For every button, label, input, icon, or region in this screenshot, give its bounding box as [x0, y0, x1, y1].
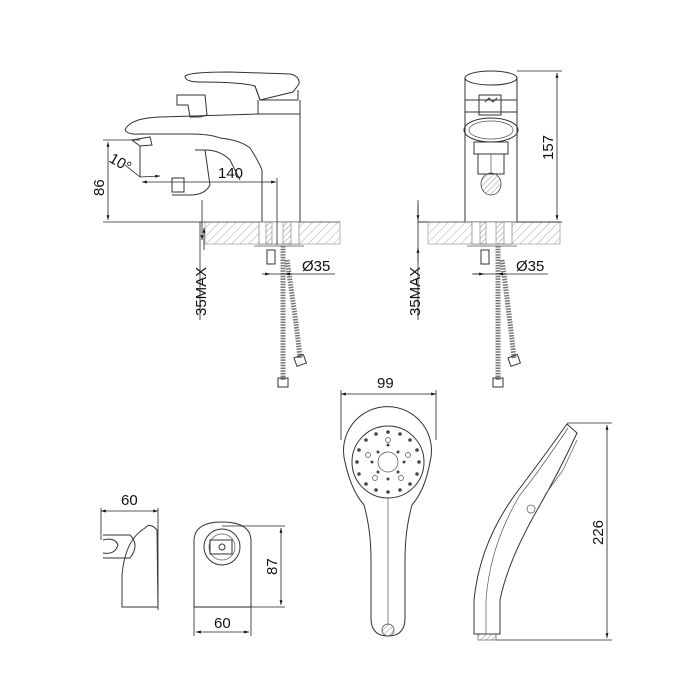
dim-hole-35: Ø35: [302, 258, 330, 275]
mixer-front-view: 157 35MAX Ø35: [407, 70, 562, 388]
dim-length-226: 226: [590, 520, 607, 545]
dim-mount-35max-front: 35MAX: [407, 267, 424, 316]
shower-head-front: 99: [340, 375, 437, 637]
dim-holder-front-width-60: 60: [214, 615, 231, 632]
mixer-side-view: 86 10° 140 35MAX Ø35: [91, 71, 341, 388]
wall-holder-front: 87 60: [193, 521, 285, 636]
dim-mount-35max: 35MAX: [193, 267, 210, 316]
dim-hole-35-front: Ø35: [516, 258, 544, 275]
dim-holder-side-width-60: 60: [121, 492, 138, 509]
dim-holder-height-87: 87: [264, 558, 281, 575]
wall-holder-side: 60: [100, 492, 159, 610]
dim-height-157: 157: [540, 135, 557, 160]
dim-width-99: 99: [377, 375, 394, 392]
dim-reach-140: 140: [218, 165, 243, 182]
dim-angle-10: 10°: [106, 150, 134, 176]
shower-head-side: 226: [473, 422, 612, 641]
dim-height-86: 86: [91, 179, 108, 196]
